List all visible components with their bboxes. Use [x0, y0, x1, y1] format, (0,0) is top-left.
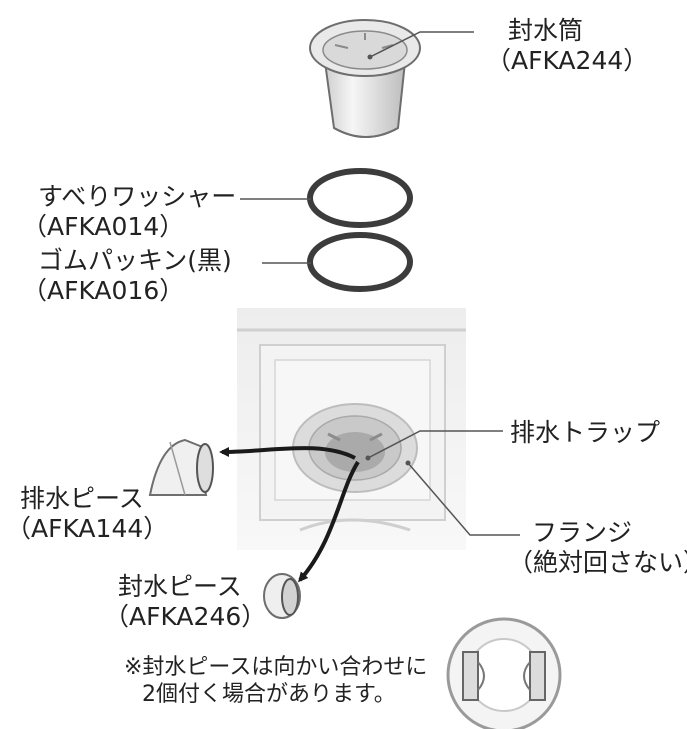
drain-piece-arrow — [219, 446, 356, 460]
drain-piece-part — [148, 438, 214, 496]
label-sealing-piece: 封水ピース （AFKA246） — [104, 572, 267, 631]
label-flange: フランジ （絶対回さない） — [508, 518, 687, 577]
drain-trap-photo — [237, 308, 466, 550]
label-drain-trap: 排水トラップ — [510, 418, 661, 447]
installation-note: ※封水ピースは向かい合わせに 2個付く場合があります。 — [124, 655, 428, 707]
leader-flange — [407, 462, 520, 536]
label-slip-washer: すべりワッシャー （AFKA014） — [22, 182, 237, 241]
rubber-gasket-part — [307, 232, 413, 292]
slip-washer-part — [307, 168, 413, 228]
label-rubber-gasket: ゴムパッキン(黒) （AFKA016） — [22, 246, 232, 305]
sealing-cylinder-part — [309, 19, 421, 138]
label-sealing-cylinder: 封水筒 （AFKA244） — [486, 16, 649, 75]
leader-drain-trap — [367, 430, 503, 459]
sealing-piece-arrow — [298, 460, 360, 583]
sealing-piece-part — [263, 573, 301, 619]
paired-sealing-pieces-inset — [446, 617, 562, 729]
label-drain-piece: 排水ピース （AFKA144） — [6, 484, 169, 543]
leader-sealing-cylinder — [369, 31, 474, 58]
